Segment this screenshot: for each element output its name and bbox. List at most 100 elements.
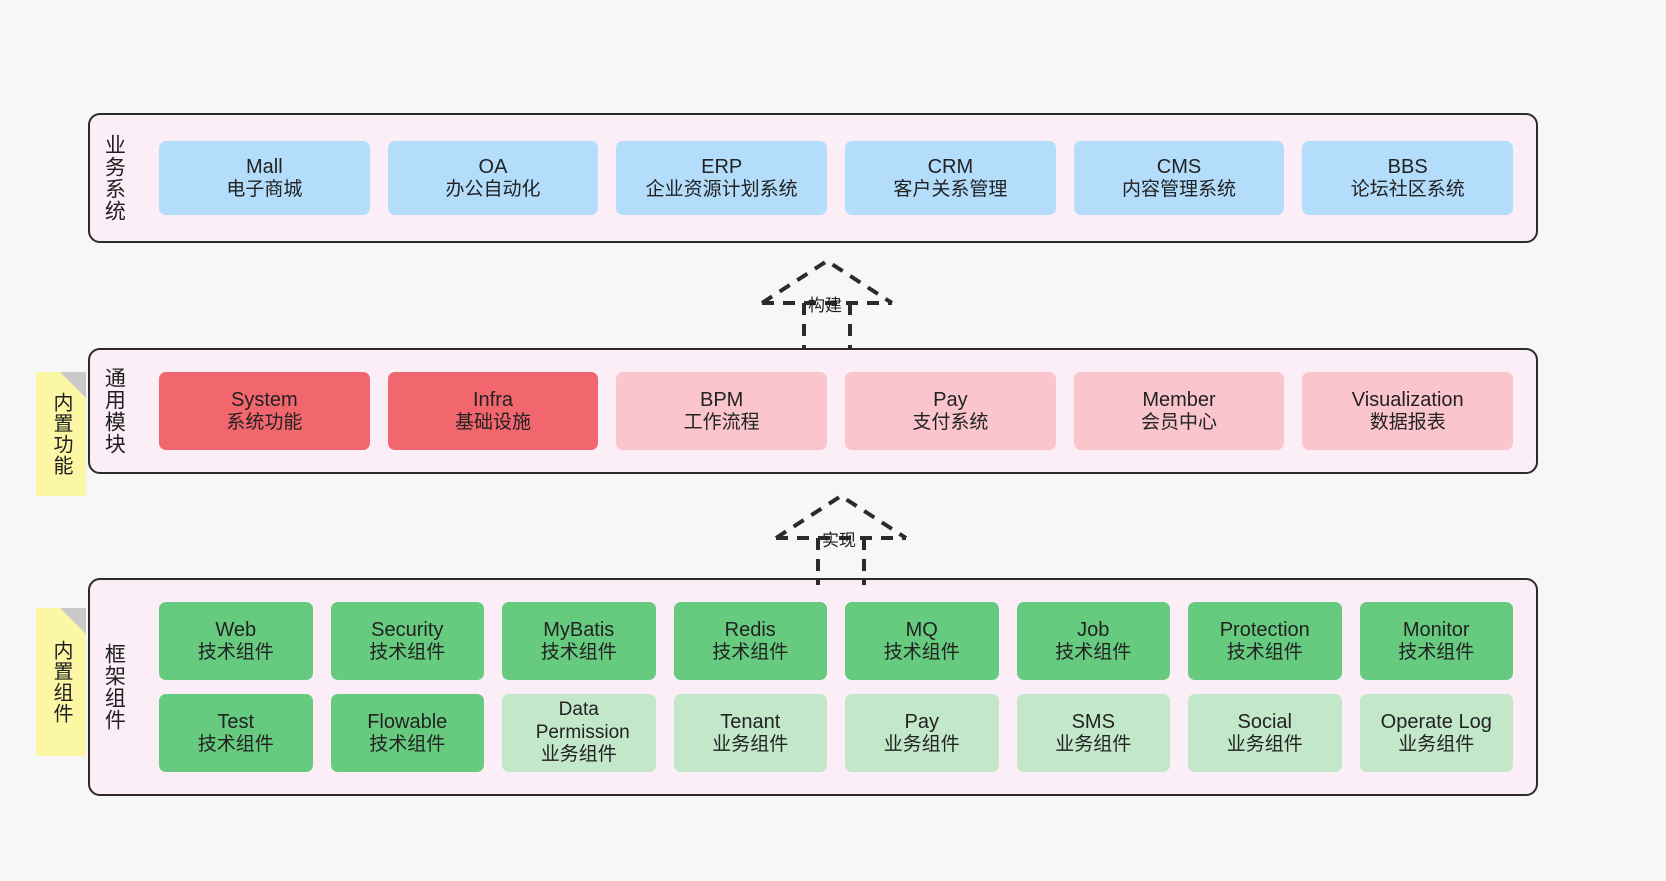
node-data-permission-sub: 业务组件 (540, 744, 617, 766)
sticky-note-builtin-components-label: 内置组件 (50, 640, 72, 724)
node-bbs-sub: 论坛社区系统 (1350, 178, 1465, 200)
connector-build-label: 构建 (808, 296, 842, 315)
node-mybatis-title: MyBatis (543, 618, 615, 641)
node-oa-title: OA (478, 155, 508, 178)
node-pay-module[interactable]: Pay 支付系统 (845, 372, 1056, 450)
node-web-sub: 技术组件 (197, 641, 274, 663)
node-cms[interactable]: CMS 内容管理系统 (1073, 141, 1285, 215)
node-mq[interactable]: MQ 技术组件 (845, 602, 999, 680)
layer-common-modules: 通用模块 System 系统功能 Infra 基础设施 BPM 工作流程 Pay… (88, 348, 1538, 474)
node-pay-module-sub: 支付系统 (912, 411, 989, 433)
node-bbs[interactable]: BBS 论坛社区系统 (1302, 141, 1514, 215)
node-pay-component[interactable]: Pay 业务组件 (845, 694, 999, 772)
node-member[interactable]: Member 会员中心 (1073, 372, 1285, 450)
node-visualization[interactable]: Visualization 数据报表 (1302, 372, 1514, 450)
layer-common-title: 通用模块 (102, 367, 126, 455)
node-operate-log-sub: 业务组件 (1398, 733, 1475, 755)
node-infra[interactable]: Infra 基础设施 (387, 372, 599, 450)
node-protection[interactable]: Protection 技术组件 (1188, 602, 1342, 680)
node-member-sub: 会员中心 (1141, 411, 1218, 433)
node-web[interactable]: Web 技术组件 (159, 602, 313, 680)
node-web-title: Web (215, 618, 257, 641)
node-redis-sub: 技术组件 (712, 641, 789, 663)
node-operate-log[interactable]: Operate Log 业务组件 (1359, 694, 1513, 772)
node-sms-title: SMS (1071, 710, 1115, 733)
node-infra-title: Infra (472, 388, 514, 411)
node-visualization-sub: 数据报表 (1369, 411, 1446, 433)
connector-implement-label: 实现 (822, 531, 856, 550)
node-mq-sub: 技术组件 (883, 641, 960, 663)
node-data-permission-title: Data Permission (535, 699, 630, 743)
connector-build-icon (760, 258, 894, 350)
node-oa[interactable]: OA 办公自动化 (387, 141, 599, 215)
node-monitor-sub: 技术组件 (1398, 641, 1475, 663)
node-social-title: Social (1237, 710, 1292, 733)
node-test[interactable]: Test 技术组件 (159, 694, 313, 772)
framework-row-technical: Web 技术组件 Security 技术组件 MyBatis 技术组件 Redi… (150, 602, 1522, 680)
node-job-title: Job (1077, 618, 1110, 641)
layer-common-body: System 系统功能 Infra 基础设施 BPM 工作流程 Pay 支付系统… (136, 350, 1536, 472)
node-cms-title: CMS (1156, 155, 1202, 178)
sticky-note-builtin-components: 内置组件 (36, 608, 86, 756)
sticky-note-builtin-features-label: 内置功能 (50, 392, 72, 476)
node-redis[interactable]: Redis 技术组件 (673, 602, 827, 680)
node-pay-component-title: Pay (904, 710, 939, 733)
node-bbs-title: BBS (1387, 155, 1428, 178)
node-bpm-sub: 工作流程 (683, 411, 760, 433)
node-visualization-title: Visualization (1351, 388, 1464, 411)
connector-build: 构建 (742, 255, 932, 350)
node-flowable-title: Flowable (367, 710, 448, 733)
node-tenant-title: Tenant (720, 710, 781, 733)
framework-row-business: Test 技术组件 Flowable 技术组件 Data Permission … (150, 694, 1522, 772)
node-protection-title: Protection (1219, 618, 1310, 641)
node-redis-title: Redis (724, 618, 776, 641)
node-social[interactable]: Social 业务组件 (1188, 694, 1342, 772)
node-test-sub: 技术组件 (197, 733, 274, 755)
node-operate-log-title: Operate Log (1380, 710, 1492, 733)
layer-framework-title: 框架组件 (102, 643, 126, 731)
node-protection-sub: 技术组件 (1226, 641, 1303, 663)
node-security-sub: 技术组件 (369, 641, 446, 663)
node-mq-title: MQ (905, 618, 938, 641)
node-erp[interactable]: ERP 企业资源计划系统 (616, 141, 828, 215)
node-system[interactable]: System 系统功能 (159, 372, 370, 450)
layer-business-body: Mall 电子商城 OA 办公自动化 ERP 企业资源计划系统 CRM 客户关系… (136, 115, 1536, 241)
node-system-title: System (230, 388, 298, 411)
node-job[interactable]: Job 技术组件 (1016, 602, 1170, 680)
layer-framework-body: Web 技术组件 Security 技术组件 MyBatis 技术组件 Redi… (136, 580, 1536, 794)
node-bpm-title: BPM (700, 388, 744, 411)
node-mall-title: Mall (246, 155, 283, 178)
node-security-title: Security (371, 618, 444, 641)
node-monitor[interactable]: Monitor 技术组件 (1359, 602, 1513, 680)
node-crm[interactable]: CRM 客户关系管理 (845, 141, 1056, 215)
node-data-permission[interactable]: Data Permission 业务组件 (502, 694, 656, 772)
connector-implement: 实现 (756, 490, 946, 585)
node-monitor-title: Monitor (1402, 618, 1470, 641)
node-erp-sub: 企业资源计划系统 (645, 178, 798, 200)
node-crm-sub: 客户关系管理 (893, 178, 1008, 200)
node-mall-sub: 电子商城 (226, 178, 303, 200)
layer-business-systems: 业务系统 Mall 电子商城 OA 办公自动化 ERP 企业资源计划系统 CRM… (88, 113, 1538, 243)
node-tenant[interactable]: Tenant 业务组件 (673, 694, 827, 772)
node-pay-component-sub: 业务组件 (883, 733, 960, 755)
connector-implement-icon (774, 493, 908, 585)
node-system-sub: 系统功能 (226, 411, 303, 433)
layer-business-title: 业务系统 (102, 134, 126, 222)
node-mall[interactable]: Mall 电子商城 (159, 141, 370, 215)
layer-framework-components: 框架组件 Web 技术组件 Security 技术组件 MyBatis 技术组件… (88, 578, 1538, 796)
sticky-note-builtin-features: 内置功能 (36, 372, 86, 496)
node-bpm[interactable]: BPM 工作流程 (616, 372, 828, 450)
node-flowable[interactable]: Flowable 技术组件 (330, 694, 484, 772)
node-mybatis[interactable]: MyBatis 技术组件 (502, 602, 656, 680)
node-sms[interactable]: SMS 业务组件 (1016, 694, 1170, 772)
node-cms-sub: 内容管理系统 (1122, 178, 1237, 200)
node-security[interactable]: Security 技术组件 (330, 602, 484, 680)
node-test-title: Test (217, 710, 255, 733)
sticky-fold-icon (60, 608, 86, 634)
node-member-title: Member (1142, 388, 1216, 411)
node-social-sub: 业务组件 (1226, 733, 1303, 755)
node-crm-title: CRM (927, 155, 974, 178)
node-job-sub: 技术组件 (1055, 641, 1132, 663)
node-oa-sub: 办公自动化 (445, 178, 541, 200)
